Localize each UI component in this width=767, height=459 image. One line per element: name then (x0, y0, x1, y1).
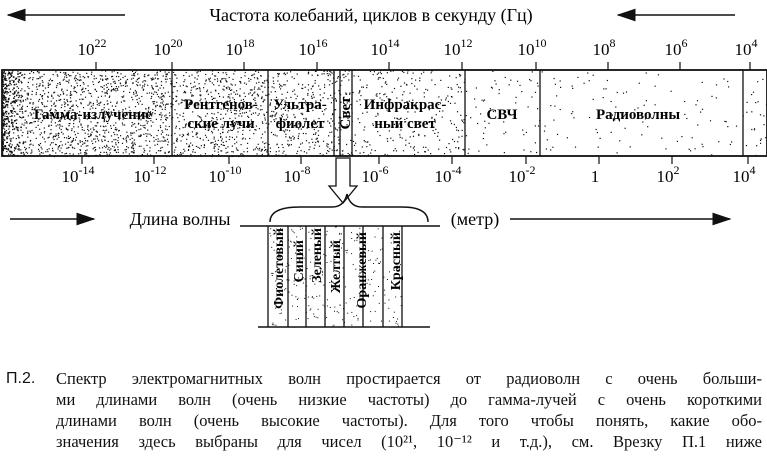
band-label: Инфракрас-ный свет (364, 97, 447, 132)
caption-line: длинами волн (очень высокие частоты). Дл… (56, 411, 762, 430)
spectrum-band-frame (1, 69, 767, 157)
band-texture (2, 70, 173, 158)
frequency-tick-label: 1022 (78, 36, 107, 59)
wavelength-tick-labels: 10-14 10-12 10-10 10-8 10-6 10-4 10-2 1 102 104 (62, 156, 756, 186)
spectrum-band-dividers (171, 70, 744, 156)
frequency-axis-title: Частота колебаний, циклов в секунду (Гц) (209, 5, 532, 26)
caption-line: значения здесь выбраны для чисел (10²¹, … (56, 432, 762, 451)
wavelength-tick-label: 10-8 (284, 163, 311, 186)
visible-color-label: Синий (292, 240, 307, 282)
spectrum-band-texture (2, 70, 767, 158)
caption-number: П.2. (6, 370, 36, 387)
gamma-dark-edge (2, 70, 26, 157)
visible-light-zoom-arrow (327, 157, 359, 205)
wavelength-tick-label: 10-6 (362, 163, 389, 186)
frequency-tick-label: 1012 (444, 36, 473, 59)
visible-color-label: Желтый (329, 240, 344, 293)
frequency-tick-labels: 1022 1020 1018 1016 1014 1012 1010 108 106 104 (78, 36, 758, 70)
band-texture (268, 70, 336, 157)
figure-caption: П.2. Спектр электромагнитных волн прости… (0, 368, 767, 459)
caption-text: Спектр электромагнитных волн простираетс… (56, 368, 762, 452)
spectrum-band-labels: Гамма-излучение Рентгенов-ские лучи Ультра… (34, 96, 680, 132)
frequency-tick-label: 1016 (299, 36, 328, 59)
visible-color-label: Оранжевый (355, 232, 370, 308)
wavelength-tick-label: 10-10 (209, 163, 242, 186)
wavelength-tick-label: 1 (591, 167, 600, 186)
caption-line: Спектр электромагнитных волн простираетс… (56, 369, 762, 388)
band-texture (352, 70, 466, 157)
band-texture (172, 70, 270, 158)
frequency-tick-label: 1020 (154, 36, 183, 59)
band-label: СВЧ (486, 107, 517, 123)
band-label: Радиоволны (596, 107, 680, 123)
wavelength-tick-label: 10-4 (435, 163, 462, 186)
visible-color-label: Зеленый (310, 228, 325, 283)
frequency-tick-label: 106 (665, 36, 688, 59)
wavelength-unit: (метр) (451, 209, 499, 230)
visible-color-label: Фиолетовый (272, 228, 287, 309)
frequency-tick-label: 104 (735, 36, 758, 59)
band-label: Гамма-излучение (34, 107, 153, 123)
band-label-light: Свет (338, 96, 354, 130)
frequency-tick-label: 1010 (518, 36, 547, 59)
visible-light-brace (269, 193, 429, 223)
wavelength-tick-label: 10-2 (509, 163, 536, 186)
frequency-tick-label: 108 (593, 36, 616, 59)
wavelength-tick-label: 10-12 (134, 163, 167, 186)
wavelength-tick-label: 102 (657, 163, 680, 186)
electromagnetic-spectrum-diagram: Частота колебаний, циклов в секунду (Гц)… (1, 5, 767, 328)
color-strip-texture (269, 226, 402, 328)
frequency-tick-label: 1014 (371, 36, 400, 59)
band-label: Рентгенов-ские лучи (184, 97, 258, 132)
frequency-tick-label: 1018 (226, 36, 255, 59)
band-label: Ультра-фиолет (273, 97, 326, 132)
wavelength-tick-label: 104 (733, 163, 756, 186)
visible-color-label: Красный (389, 232, 404, 290)
caption-line: ми длинами волн (очень низкие частоты) д… (56, 390, 762, 409)
wavelength-tick-label: 10-14 (62, 163, 95, 186)
wavelength-axis-title: Длина волны (130, 209, 231, 229)
